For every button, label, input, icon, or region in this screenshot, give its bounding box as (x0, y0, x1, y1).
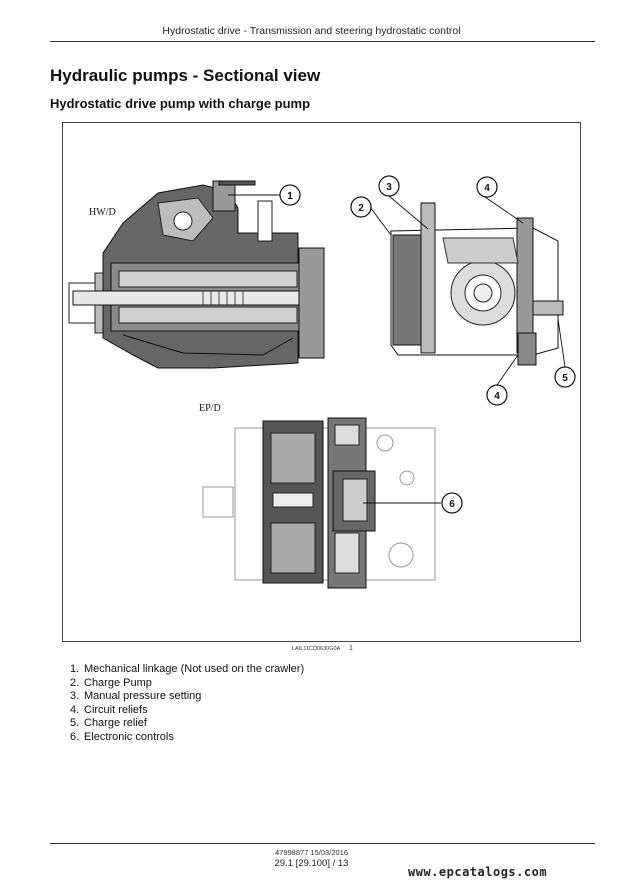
callout-5: 5 (554, 366, 576, 388)
watermark: www.epcatalogs.com (408, 865, 548, 879)
footer-page-number: 29.1 [29.100] / 13 (274, 858, 349, 869)
svg-text:5: 5 (562, 373, 568, 384)
svg-text:4: 4 (494, 391, 500, 402)
hw-view-label: HW/D (89, 207, 116, 218)
legend-item: 5.Charge relief (70, 717, 147, 729)
running-header: Hydrostatic drive - Transmission and ste… (162, 25, 461, 37)
svg-text:2: 2 (358, 203, 364, 214)
section-title: Hydraulic pumps - Sectional view (50, 66, 321, 85)
sectional-drawing: HW/D (68, 175, 576, 589)
legend-item: 1.Mechanical linkage (Not used on the cr… (70, 663, 305, 675)
figure-caption-number: 1 (349, 645, 353, 652)
ep-view-label: EP/D (199, 403, 221, 414)
legend-item: 2.Charge Pump (70, 676, 152, 689)
section-subtitle: Hydrostatic drive pump with charge pump (50, 96, 311, 111)
callout-6: 6 (441, 492, 463, 514)
svg-text:6: 6 (449, 499, 455, 510)
callout-3: 3 (378, 175, 400, 197)
legend-item: 6.Electronic controls (70, 730, 174, 743)
callout-leaders (228, 194, 566, 504)
legend-item: 3.Manual pressure setting (70, 690, 202, 702)
footer-rule (50, 843, 595, 844)
header-rule (50, 41, 595, 42)
figure-caption-code: LAIL11CD0630G0A (292, 646, 341, 652)
svg-text:4: 4 (484, 183, 490, 194)
figure-frame: HW/D (62, 122, 581, 642)
callout-1: 1 (279, 184, 301, 206)
end-view-drawing (390, 202, 564, 366)
callout-4-bottom: 4 (486, 384, 508, 406)
ep-pump-drawing (202, 417, 436, 589)
svg-text:3: 3 (386, 182, 392, 193)
callout-4-top: 4 (476, 176, 498, 198)
footer-document-id: 47998877 15/03/2016 (275, 848, 348, 857)
hw-pump-drawing: HW/D (68, 180, 325, 369)
parts-legend: 1.Mechanical linkage (Not used on the cr… (70, 663, 304, 744)
legend-item: 4.Circuit reliefs (70, 703, 148, 716)
svg-text:1: 1 (287, 191, 293, 202)
callout-2: 2 (350, 196, 372, 218)
